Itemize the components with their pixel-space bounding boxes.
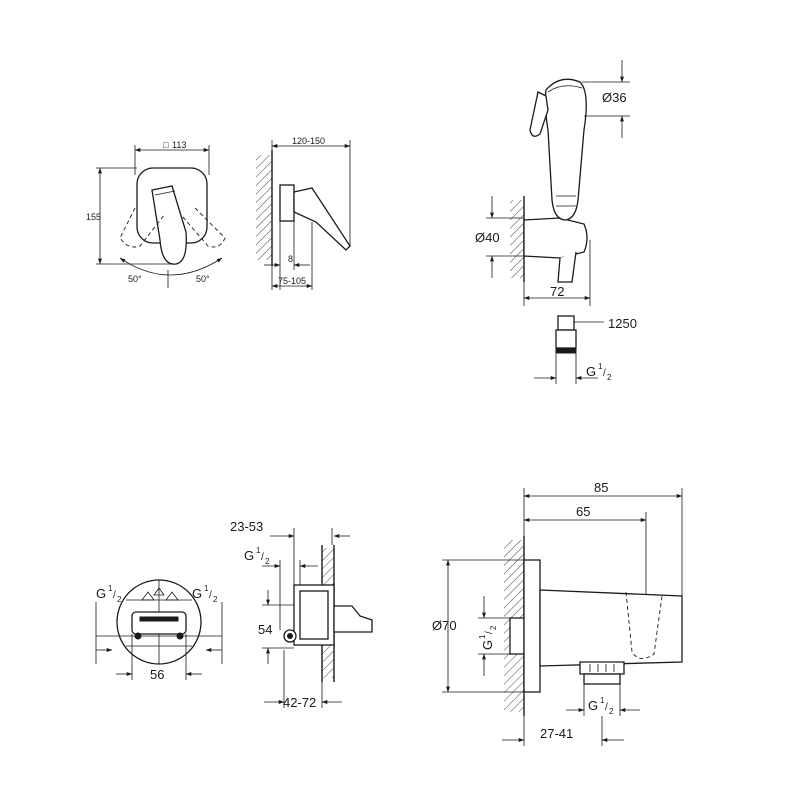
svg-text:/: / [484, 631, 495, 634]
svg-text:2: 2 [607, 373, 612, 382]
side-plate [279, 184, 295, 222]
svg-text:1: 1 [204, 584, 209, 593]
hose-thread-band [555, 347, 577, 354]
angle-left-label: 50° [128, 274, 142, 284]
svg-text:1: 1 [600, 696, 605, 705]
angle-right-label: 50° [196, 274, 210, 284]
svg-text:/: / [209, 590, 212, 601]
height-dimension: 155 [86, 212, 101, 222]
cartridge-band [139, 616, 179, 622]
svg-text:/: / [113, 590, 116, 601]
mixer-front-view: □ 113 155 50° 50° [86, 140, 226, 288]
svg-text:1: 1 [256, 546, 261, 555]
wall-hatch [256, 155, 272, 260]
projection-dimension: 120-150 [292, 136, 325, 146]
svg-text:2: 2 [609, 707, 614, 716]
svg-text:/: / [605, 702, 608, 713]
install-range-dimension: 42-72 [283, 695, 316, 710]
svg-text:1: 1 [598, 362, 603, 371]
svg-text:2: 2 [265, 557, 270, 566]
square-symbol: □ [163, 140, 169, 150]
body-width-dimension: 56 [150, 667, 164, 682]
head-diameter: Ø36 [602, 90, 627, 105]
hose-nut [555, 329, 577, 349]
hose-thread-label: G 1 / 2 [586, 362, 612, 382]
outlet-nut [583, 673, 621, 685]
lever-left-position [119, 207, 166, 248]
svg-text:1: 1 [478, 634, 487, 639]
square-dimension: 113 [172, 140, 186, 150]
body-cartridge [131, 611, 187, 635]
lever-right-position [181, 207, 226, 248]
outlet-thread-label: G 1 / 2 [588, 696, 614, 716]
shower-trigger [529, 91, 549, 137]
shower-hose-stub [557, 251, 577, 283]
rotation-arc [119, 257, 223, 276]
svg-text:/: / [603, 368, 606, 379]
thread-left-label: G 1 / 2 [96, 584, 122, 604]
outlet-depth-range: 27-41 [540, 726, 573, 741]
shower-holder [523, 217, 588, 259]
plate-dimension: 8 [288, 254, 293, 264]
hose-fitting [557, 315, 575, 331]
body-spindle [333, 605, 373, 633]
outlet-overall-dimension: 85 [594, 480, 608, 495]
outlet-inlet-thread [509, 617, 525, 655]
thread-right-label: G 1 / 2 [192, 584, 218, 604]
svg-text:1: 1 [108, 584, 113, 593]
body-depth-range: 23-53 [230, 519, 263, 534]
wall-hatch-shower [510, 200, 524, 278]
body-thread-label: G 1 / 2 [244, 546, 270, 566]
outlet-inlet-thread-label: G 1 / 2 [478, 625, 498, 650]
mixer-lever [151, 185, 187, 265]
svg-text:G: G [96, 586, 106, 601]
hose-length: 1250 [608, 316, 637, 331]
width-dimension: 72 [550, 284, 564, 299]
svg-text:G: G [480, 640, 495, 650]
holder-diameter: Ø40 [475, 230, 500, 245]
body-inner [299, 590, 329, 640]
svg-text:G: G [192, 586, 202, 601]
shower-handle [544, 78, 587, 221]
hand-shower-view: Ø36 Ø40 72 1250 G 1 / 2 [475, 60, 637, 384]
depth-dimension: 75-105 [278, 276, 306, 286]
body-height-dimension: 54 [258, 622, 272, 637]
side-lever [293, 187, 351, 251]
outlet-body [539, 589, 683, 667]
outlet-plate [523, 559, 541, 693]
svg-text:2: 2 [213, 595, 218, 604]
outlet-body-dimension: 65 [576, 504, 590, 519]
svg-text:2: 2 [117, 595, 122, 604]
wall-outlet-view: 85 65 Ø70 G 1 / 2 G 1 / 2 [432, 480, 683, 746]
svg-text:/: / [261, 552, 264, 563]
svg-text:G: G [586, 364, 596, 379]
outlet-holder-cavity [625, 591, 663, 659]
outlet-connector [579, 661, 625, 675]
svg-text:G: G [244, 548, 254, 563]
outlet-plate-diameter: Ø70 [432, 618, 457, 633]
mixer-side-view: 120-150 8 75-105 [256, 136, 351, 290]
svg-text:2: 2 [489, 625, 498, 630]
body-front-view: G 1 / 2 G 1 / 2 56 [95, 579, 223, 682]
svg-text:G: G [588, 698, 598, 713]
body-side-view: 23-53 G 1 / 2 54 42-72 [230, 519, 373, 710]
